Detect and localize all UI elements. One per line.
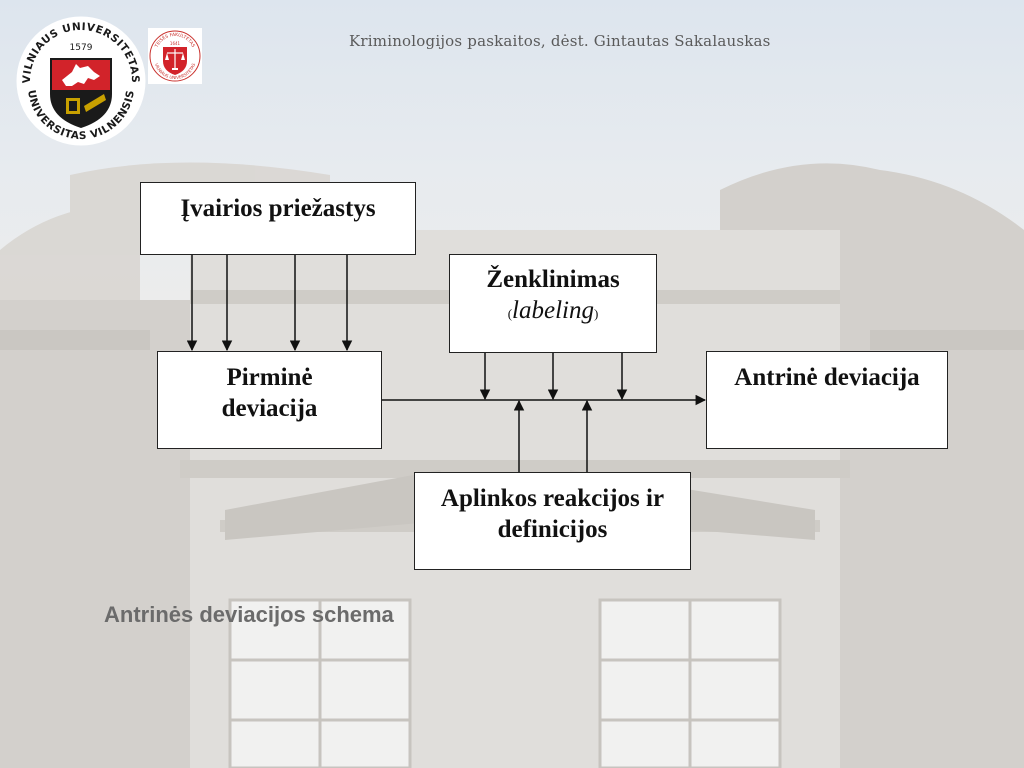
labeling-paren-open: (	[507, 306, 513, 321]
node-environment-reactions: Aplinkos reakcijos ir definicijos	[414, 472, 691, 570]
university-logo: VILNIAUS UNIVERSITETAS UNIVERSITAS VILNE…	[16, 16, 146, 146]
node-labeling: Ženklinimas (labeling)	[449, 254, 657, 353]
node-primary-deviation: Pirminė deviacija	[157, 351, 382, 449]
law-faculty-scales-icon	[163, 47, 187, 75]
node-labeling-subtitle: (labeling)	[450, 295, 656, 329]
university-year: 1579	[70, 43, 93, 53]
course-header: Kriminologijos paskaitos, dėst. Gintauta…	[349, 32, 771, 50]
node-primary-deviation-line2: deviacija	[221, 395, 318, 422]
faculty-logo: TEISĖS FAKULTETAS VILNIAUS UNIVERSITETAS…	[148, 28, 202, 84]
slide-caption: Antrinės deviacijos schema	[104, 602, 394, 627]
node-labeling-title: Ženklinimas	[486, 266, 620, 293]
labeling-term: labeling	[512, 297, 594, 324]
node-various-causes: Įvairios priežastys	[140, 182, 416, 255]
node-various-causes-label: Įvairios priežastys	[180, 195, 376, 222]
node-environment-reactions-line2: definicijos	[497, 516, 608, 543]
node-secondary-deviation-label: Antrinė deviacija	[734, 364, 920, 391]
node-primary-deviation-line1: Pirminė	[226, 364, 313, 391]
faculty-year: 1641	[170, 41, 181, 46]
labeling-paren-close: )	[593, 306, 599, 321]
node-environment-reactions-line1: Aplinkos reakcijos ir	[440, 485, 665, 512]
vilnius-university-crest-icon	[50, 58, 112, 128]
node-secondary-deviation: Antrinė deviacija	[706, 351, 948, 449]
